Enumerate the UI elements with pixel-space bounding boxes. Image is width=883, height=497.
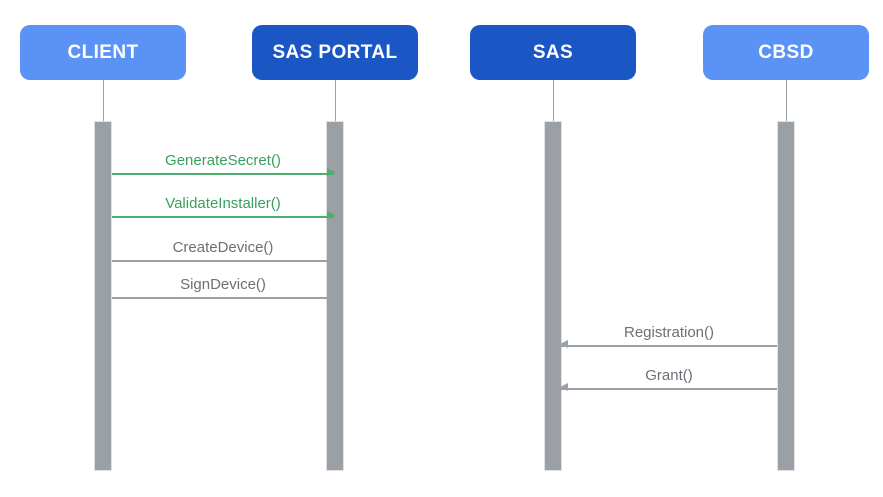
participant-box-sas[interactable]: SAS [470, 25, 636, 80]
participant-label-client: CLIENT [67, 41, 139, 63]
message-line-validate-installer [112, 216, 334, 218]
message-line-generate-secret [112, 173, 334, 175]
message-label-registration: Registration() [623, 324, 715, 341]
participant-label-sas: SAS [532, 41, 574, 63]
participant-label-sas-portal: SAS PORTAL [272, 41, 398, 63]
lifeline-sas [553, 80, 554, 121]
lifeline-sas-portal [335, 80, 336, 121]
arrowhead-right-icon-validate-installer [327, 211, 335, 219]
message-label-create-device: CreateDevice() [172, 239, 274, 256]
message-label-generate-secret: GenerateSecret() [165, 152, 281, 169]
arrowhead-left-icon-grant [560, 383, 568, 391]
message-label-grant: Grant() [645, 367, 693, 384]
participant-box-cbsd[interactable]: CBSD [703, 25, 869, 80]
activation-bar-cbsd [777, 121, 795, 471]
lifeline-cbsd [786, 80, 787, 121]
message-label-sign-device: SignDevice() [180, 276, 266, 293]
message-create-device[interactable]: CreateDevice() [112, 239, 335, 270]
activation-bar-client [94, 121, 112, 471]
message-line-grant [561, 388, 777, 390]
message-line-create-device [112, 260, 334, 262]
participant-box-client[interactable]: CLIENT [20, 25, 186, 80]
activation-bar-sas [544, 121, 562, 471]
message-generate-secret[interactable]: GenerateSecret() [112, 152, 335, 183]
participant-box-sas-portal[interactable]: SAS PORTAL [252, 25, 418, 80]
arrowhead-right-icon-sign-device [327, 292, 335, 300]
message-label-validate-installer: ValidateInstaller() [165, 195, 281, 212]
lifeline-client [103, 80, 104, 121]
message-line-registration [561, 345, 777, 347]
message-line-sign-device [112, 297, 334, 299]
activation-bar-sas-portal [326, 121, 344, 471]
message-sign-device[interactable]: SignDevice() [112, 276, 335, 307]
arrowhead-right-icon-generate-secret [327, 168, 335, 176]
participant-label-cbsd: CBSD [758, 41, 814, 63]
message-validate-installer[interactable]: ValidateInstaller() [112, 195, 335, 226]
message-grant[interactable]: Grant() [560, 367, 777, 398]
arrowhead-left-icon-registration [560, 340, 568, 348]
arrowhead-right-icon-create-device [327, 255, 335, 263]
message-registration[interactable]: Registration() [560, 324, 777, 355]
